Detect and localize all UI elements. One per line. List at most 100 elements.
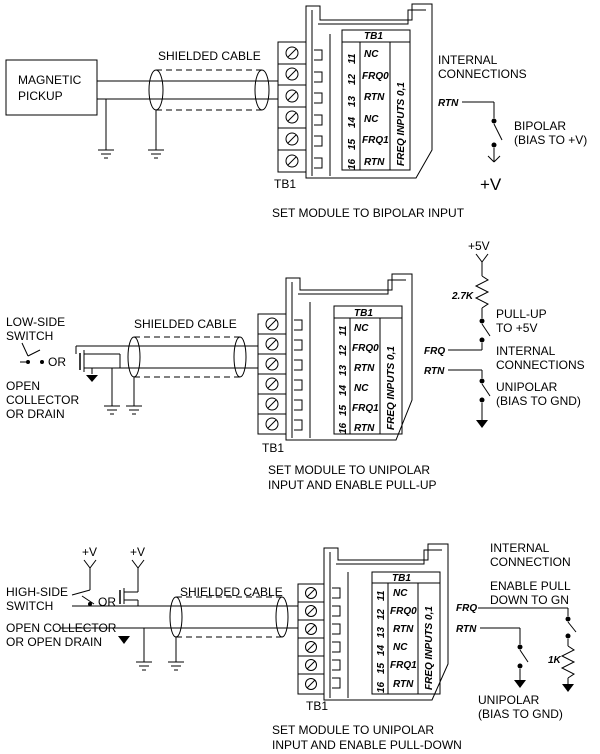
- unipolar-label-2-2: (BIAS TO GND): [496, 394, 581, 408]
- signal-frq0: FRQ0: [362, 71, 389, 82]
- low-side-switch-label-2: SWITCH: [6, 329, 53, 343]
- signal-nc-1: NC: [364, 49, 379, 60]
- pin-15: 15: [347, 138, 358, 150]
- signal-nc-2-2: NC: [354, 383, 369, 394]
- magnetic-pickup-label-1: MAGNETIC: [18, 73, 82, 87]
- resistor-1k: [560, 645, 576, 679]
- diagram-unipolar-pulldown: +V +V HIGH-SIDE SWITCH OR OPEN COLLECTOR…: [6, 541, 577, 752]
- pin-14: 14: [347, 116, 358, 128]
- pulldown-label-1: ENABLE PULL: [490, 579, 571, 593]
- signal-nc-2-3: NC: [393, 642, 408, 653]
- open-collector-label-1: OPEN: [6, 379, 40, 393]
- shield-ellipse-right: [254, 69, 270, 111]
- pin-14-2: 14: [338, 384, 349, 396]
- pin-16-3: 16: [376, 681, 387, 693]
- internal-label-3-2: CONNECTION: [490, 555, 571, 569]
- signal-rtn-1-2: RTN: [354, 363, 375, 374]
- open-collector-label-3-2: OR OPEN DRAIN: [6, 635, 102, 649]
- signal-frq0-3: FRQ0: [390, 606, 417, 617]
- tb-label-3: TB1: [306, 699, 328, 713]
- or-label-3: OR: [98, 595, 116, 609]
- pin-12: 12: [347, 73, 358, 85]
- open-collector-label-3: OR DRAIN: [6, 407, 65, 421]
- internal-label-2-1: INTERNAL: [496, 344, 556, 358]
- vplus-a-label: +V: [82, 545, 97, 559]
- signal-frq0-2: FRQ0: [352, 343, 379, 354]
- freq-inputs-label: FREQ INPUTS 0,1: [396, 82, 407, 166]
- pin-11: 11: [347, 53, 358, 64]
- diagram-unipolar-pullup: LOW-SIDE SWITCH OR OPEN COLLECTOR OR DRA…: [6, 239, 585, 492]
- caption-pulldown-2: INPUT AND ENABLE PULL-DOWN: [272, 738, 462, 752]
- terminal-block-2: TB1 11 12 13 14 15 16 NC FRQ0 RTN NC FRQ…: [257, 273, 413, 441]
- vplus-b-label: +V: [130, 545, 145, 559]
- pin-16-2: 16: [338, 422, 349, 434]
- pin-signals: NC FRQ0 RTN NC FRQ1 RTN: [362, 49, 389, 168]
- low-side-switch-label-1: LOW-SIDE: [6, 315, 65, 329]
- terminal-block-1: TB1 11 12 13 14 15 16 NC FRQ0 RTN NC FRQ…: [277, 3, 433, 179]
- tb-label: TB1: [274, 177, 296, 191]
- pin-15-2: 15: [338, 404, 349, 416]
- pin-13-2: 13: [338, 364, 349, 376]
- pulldown-label-2: DOWN TO GN: [490, 593, 569, 607]
- bipolar-label-2: (BIAS TO +V): [514, 133, 587, 147]
- caption-pullup-2: INPUT AND ENABLE PULL-UP: [268, 478, 437, 492]
- tb-title-2: TB1: [354, 308, 373, 319]
- signal-rtn-2: RTN: [364, 157, 385, 168]
- res-1k-label: 1K: [548, 655, 562, 666]
- internal-label-2-2: CONNECTIONS: [496, 358, 585, 372]
- frq-label-3: FRQ: [456, 603, 477, 614]
- terminal-block-3: TB1 11 12 13 14 15 16 NC FRQ0 RTN NC FRQ…: [297, 543, 449, 701]
- resistor-2-7k: [474, 275, 490, 309]
- pullup-label-1: PULL-UP: [496, 307, 547, 321]
- high-side-switch-label-2: SWITCH: [6, 599, 53, 613]
- internal-label-3-1: INTERNAL: [490, 541, 550, 555]
- signal-frq1-2: FRQ1: [352, 403, 379, 414]
- pin-15-3: 15: [376, 662, 387, 674]
- shielded-cable-label: SHIELDED CABLE: [158, 49, 261, 63]
- rtn-label: RTN: [438, 98, 459, 109]
- shield-ellipse-left: [148, 69, 164, 111]
- signal-rtn-2-2: RTN: [354, 423, 375, 434]
- caption-pulldown-1: SET MODULE TO UNIPOLAR: [272, 723, 434, 737]
- tb-label-2: TB1: [262, 441, 284, 455]
- pin-11-2: 11: [338, 325, 349, 336]
- signal-nc-1-3: NC: [393, 588, 408, 599]
- magnetic-pickup-box: [5, 59, 98, 116]
- pin-13-3: 13: [376, 626, 387, 638]
- pullup-label-2: TO +5V: [496, 321, 537, 335]
- signal-frq1: FRQ1: [362, 135, 389, 146]
- signal-rtn-1-3: RTN: [393, 624, 414, 635]
- caption-pullup-1: SET MODULE TO UNIPOLAR: [268, 463, 430, 477]
- internal-label-1: INTERNAL: [438, 53, 498, 67]
- diagram-bipolar: MAGNETIC PICKUP SHIELDED CABLE: [5, 3, 587, 220]
- pin-label-panel: [341, 29, 411, 171]
- bipolar-label-1: BIPOLAR: [514, 119, 566, 133]
- signal-rtn-2-3: RTN: [393, 679, 414, 690]
- pin-12-2: 12: [338, 344, 349, 356]
- open-collector-label-2: COLLECTOR: [6, 393, 79, 407]
- res-2-7k-label: 2.7K: [451, 291, 474, 302]
- shielded-cable-label-2: SHIELDED CABLE: [134, 317, 237, 331]
- internal-label-2: CONNECTIONS: [438, 67, 527, 81]
- unipolar-label-3-1: UNIPOLAR: [478, 693, 540, 707]
- rtn-label-3: RTN: [456, 624, 477, 635]
- signal-rtn-1: RTN: [364, 92, 385, 103]
- tb-title-3: TB1: [392, 573, 411, 584]
- pin-14-3: 14: [376, 644, 387, 656]
- freq-inputs-label-3: FREQ INPUTS 0,1: [424, 606, 435, 690]
- frq-label-2: FRQ: [424, 346, 445, 357]
- pin-12-3: 12: [376, 608, 387, 620]
- pin-13: 13: [347, 95, 358, 107]
- pin-11-3: 11: [376, 590, 387, 601]
- v5-label: +5V: [468, 239, 490, 253]
- freq-inputs-label-2: FREQ INPUTS 0,1: [386, 346, 397, 430]
- pin-numbers: 11 12 13 14 15 16: [347, 53, 358, 170]
- shielded-cable-label-3: SHIELDED CABLE: [180, 585, 283, 599]
- unipolar-label-2-1: UNIPOLAR: [496, 380, 558, 394]
- screw-terminals: [285, 46, 299, 168]
- rtn-label-2: RTN: [424, 366, 445, 377]
- signal-nc-1-2: NC: [354, 323, 369, 334]
- magnetic-pickup-label-2: PICKUP: [18, 89, 63, 103]
- caption-bipolar: SET MODULE TO BIPOLAR INPUT: [272, 206, 465, 220]
